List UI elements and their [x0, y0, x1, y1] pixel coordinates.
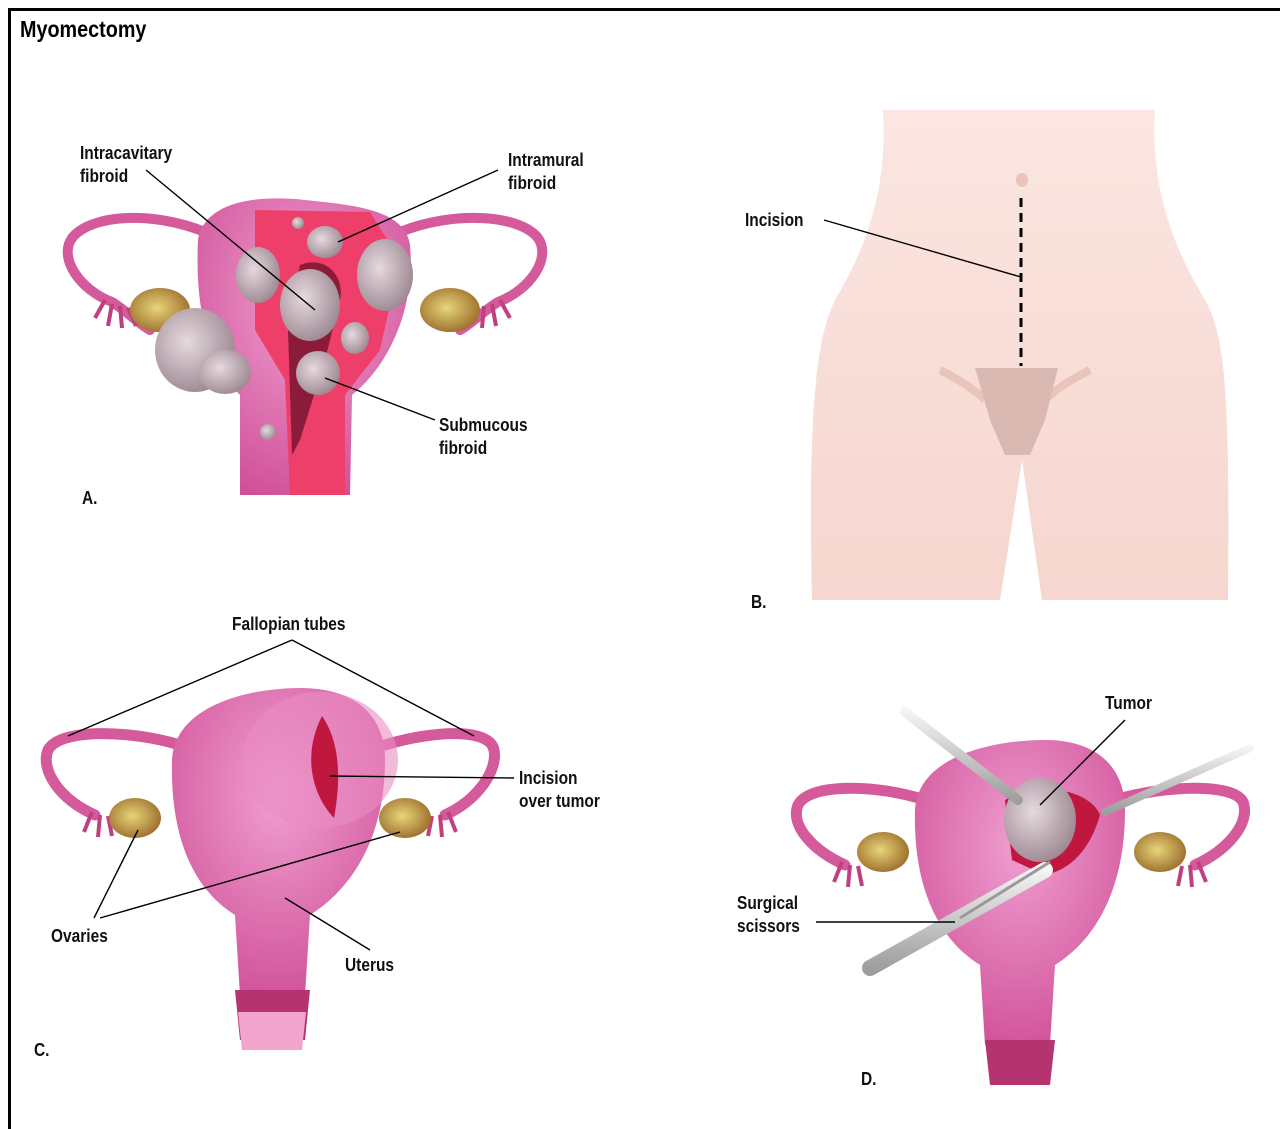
panel-b-letter: B. — [751, 592, 766, 613]
intracavitary-fibroid-label: Intracavitary fibroid — [80, 142, 172, 188]
surgical-scissors-label: Surgical scissors — [737, 892, 800, 938]
uterus-label: Uterus — [345, 954, 394, 977]
panel-d-letter: D. — [861, 1069, 876, 1090]
tumor-label: Tumor — [1105, 692, 1152, 715]
fallopian-tubes-label: Fallopian tubes — [232, 613, 346, 636]
panel-c-uterus-incision — [46, 640, 514, 1050]
incision-label: Incision — [745, 209, 803, 232]
panel-a-letter: A. — [82, 488, 97, 509]
panel-c-letter: C. — [34, 1040, 49, 1061]
incision-over-tumor-label: Incision over tumor — [519, 767, 600, 813]
submucous-fibroid-label: Submucous fibroid — [439, 414, 528, 460]
intramural-fibroid-label: Intramural fibroid — [508, 149, 584, 195]
ovaries-label: Ovaries — [51, 925, 108, 948]
panel-d-tumor-removal — [796, 712, 1250, 1085]
panel-b-abdomen — [811, 110, 1228, 600]
